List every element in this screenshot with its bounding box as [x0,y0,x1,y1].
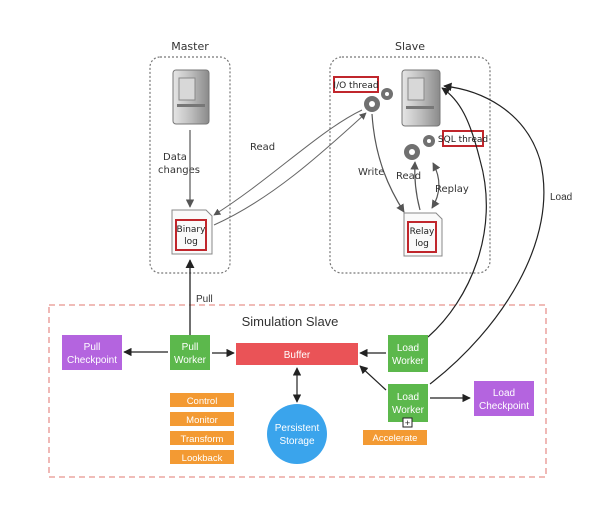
svg-text:Checkpoint: Checkpoint [67,355,117,366]
replay-label: Replay [435,184,469,195]
relay-log-label-1: Relay [410,227,435,237]
op-lookback: Lookback [182,453,223,464]
accelerate-box: Accelerate [363,430,427,445]
load-worker-2-box: Load Worker [388,384,428,422]
simulation-slave-boundary [48,304,547,478]
svg-text:Load: Load [493,388,515,399]
load-curve-2 [429,82,545,385]
load-worker-2-to-buffer-arrow [359,365,387,391]
read-arrow-lower [213,112,367,226]
sql-thread-gear-icon [404,135,435,160]
read-arrow-upper [213,109,363,216]
binary-log-label-2: log [184,237,198,247]
svg-text:Persistent: Persistent [275,423,320,434]
load-checkpoint-box: Load Checkpoint [474,381,534,416]
load-curve-1 [427,87,487,338]
binary-log-doc: Binary log [171,209,213,255]
simulation-slave-title: Simulation Slave [242,314,339,329]
master-title: Master [171,40,209,53]
data-changes-label-1: Data [163,152,187,163]
read-label: Read [250,142,275,153]
sql-thread-label: SQL thread [438,130,488,147]
write-label: Write [358,167,384,178]
op-monitor: Monitor [186,415,218,426]
load-label: Load [550,192,572,203]
replay-arrow [431,162,441,209]
ops-stack: Control Monitor Transform Lookback [170,393,234,464]
svg-text:Checkpoint: Checkpoint [479,401,529,412]
svg-text:Worker: Worker [392,356,425,367]
svg-text:Load: Load [397,392,419,403]
svg-text:Storage: Storage [279,436,314,447]
data-changes-label-2: changes [158,165,200,176]
pull-worker-box: Pull Worker [170,335,210,370]
svg-text:Load: Load [397,343,419,354]
svg-text:Worker: Worker [392,405,425,416]
svg-text:I/O thread: I/O thread [333,81,378,91]
svg-text:Pull: Pull [84,342,101,353]
load-worker-1-box: Load Worker [388,335,428,372]
relay-log-doc: Relay log [403,212,443,257]
io-thread-label: I/O thread [333,76,379,93]
slave-read-arrow [410,161,421,211]
slave-title: Slave [395,40,425,53]
pull-label: Pull [196,294,213,305]
svg-text:+: + [405,418,410,428]
slave-read-label: Read [396,171,421,182]
write-arrow [371,113,405,213]
persistent-storage-circle: Persistent Storage [267,404,327,464]
binary-log-label-1: Binary [177,225,207,235]
svg-text:Pull: Pull [182,342,199,353]
slave-server-icon [401,69,441,127]
pull-checkpoint-box: Pull Checkpoint [62,335,122,370]
buffer-box: Buffer [236,343,358,365]
expand-plus-icon[interactable]: + [402,417,413,428]
svg-text:Buffer: Buffer [284,350,311,361]
relay-log-label-2: log [415,239,429,249]
svg-text:Worker: Worker [174,355,207,366]
op-control: Control [187,396,218,407]
op-transform: Transform [181,434,224,445]
svg-text:Accelerate: Accelerate [373,433,418,444]
io-thread-gear-icon [364,88,393,112]
master-server-icon [172,69,210,125]
svg-text:SQL thread: SQL thread [438,135,488,145]
